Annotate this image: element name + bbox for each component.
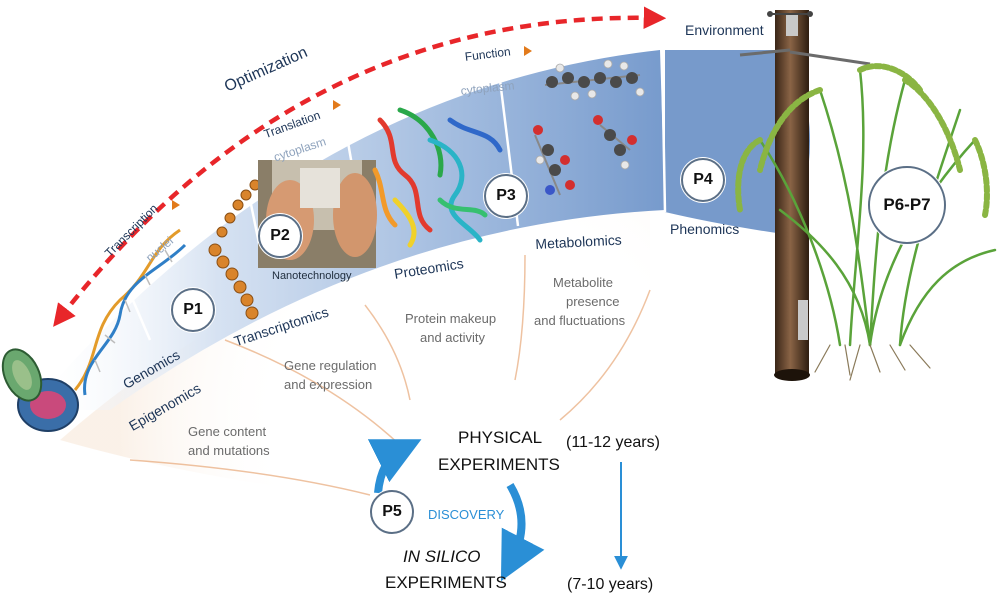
protein-structure xyxy=(372,107,503,248)
nanotech-photo xyxy=(258,160,377,268)
desc-gene-regulation-1: Gene regulation xyxy=(284,358,377,373)
desc-gene-regulation-2: and expression xyxy=(284,377,373,392)
desc-protein-2: and activity xyxy=(420,330,486,345)
rice-plants xyxy=(735,63,997,381)
badge-p2: P2 xyxy=(258,214,302,258)
label-years-physical: (11-12 years) xyxy=(566,434,660,451)
label-insilico-2: EXPERIMENTS xyxy=(385,573,507,592)
label-environment: Environment xyxy=(685,22,764,38)
desc-gene-content-1: Gene content xyxy=(188,424,267,439)
metabolite-molecules xyxy=(533,59,645,196)
desc-metabolite-3: and fluctuations xyxy=(534,313,626,328)
optimization-arrow xyxy=(53,6,667,327)
label-insilico-1: IN SILICO xyxy=(403,547,481,566)
desc-metabolite-1: Metabolite xyxy=(553,275,613,290)
cell-illustration xyxy=(1,348,79,432)
badge-p6-p7: P6-P7 xyxy=(868,166,946,244)
badge-p4: P4 xyxy=(681,158,725,202)
badge-p1: P1 xyxy=(171,288,215,332)
discovery-arrow-up xyxy=(367,439,422,494)
weather-station xyxy=(739,10,871,381)
discovery-arrow-down xyxy=(500,482,545,582)
dna-helix xyxy=(73,228,187,396)
desc-protein-1: Protein makeup xyxy=(405,311,497,326)
label-physical-experiments-1: PHYSICAL xyxy=(458,428,543,447)
label-years-insilico: (7-10 years) xyxy=(567,576,654,593)
desc-gene-content-2: and mutations xyxy=(188,443,270,458)
label-physical-experiments-2: EXPERIMENTS xyxy=(438,455,560,474)
direction-triangles xyxy=(172,46,532,210)
badge-p5: P5 xyxy=(370,490,414,534)
label-nanotechnology: Nanotechnology xyxy=(272,270,352,282)
badge-p3: P3 xyxy=(484,174,528,218)
rna-strand xyxy=(208,179,261,320)
desc-metabolite-2: presence xyxy=(566,294,620,309)
label-discovery: DISCOVERY xyxy=(428,507,505,522)
label-phenomics: Phenomics xyxy=(670,221,740,237)
